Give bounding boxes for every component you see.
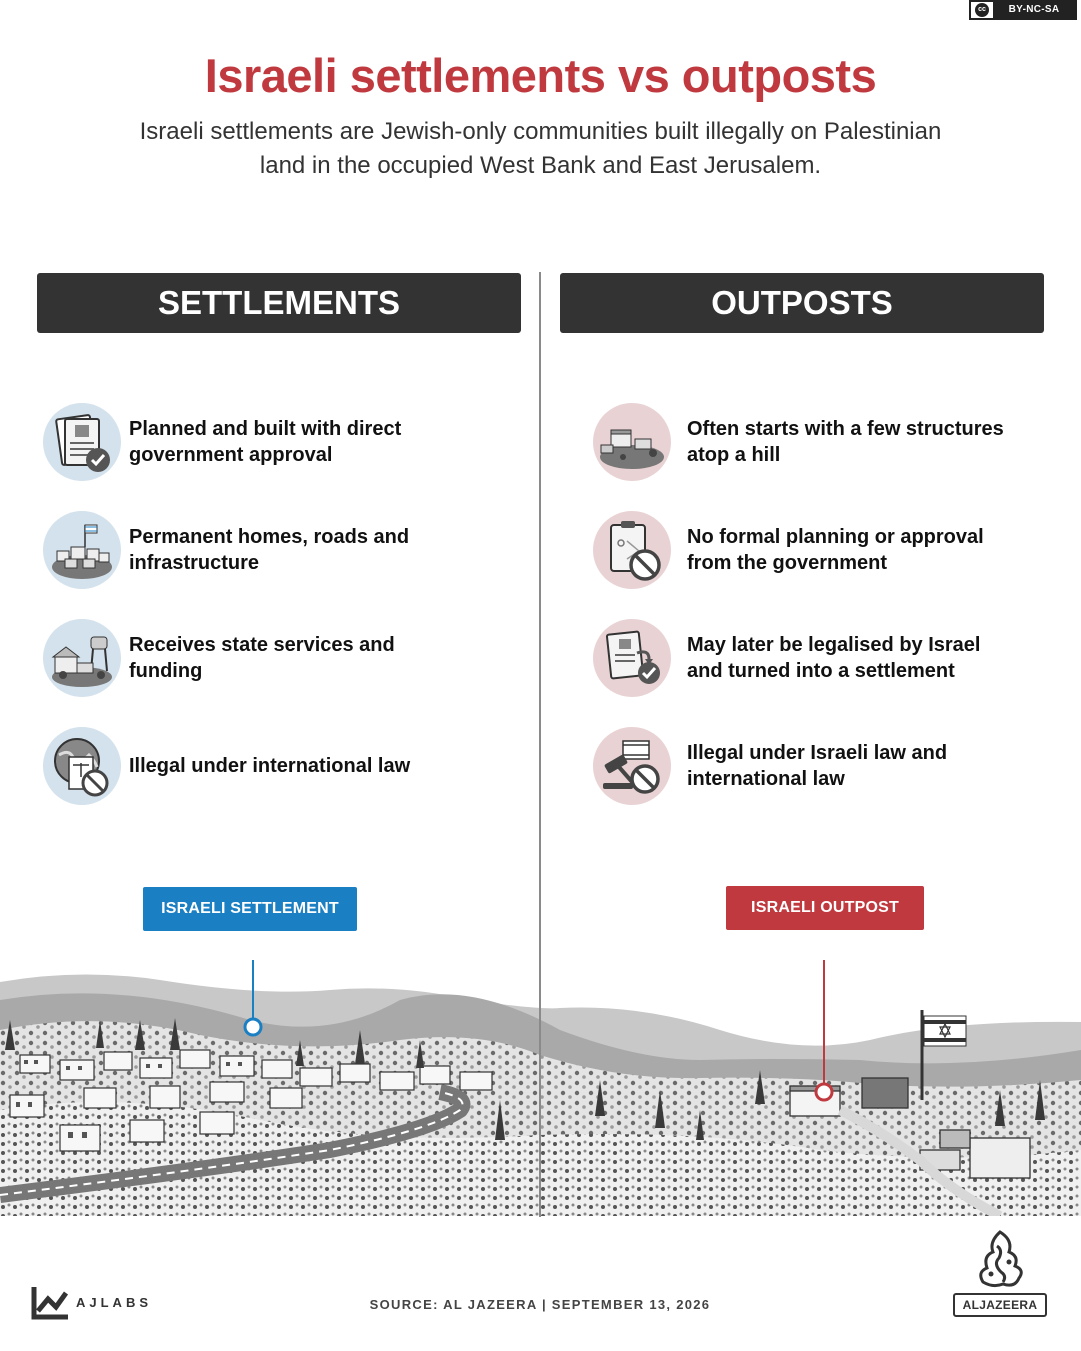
license-tag: BY-NC-SA (993, 2, 1075, 18)
page-subtitle: Israeli settlements are Jewish-only comm… (139, 118, 942, 179)
settlement-item-text: Illegal under international law (129, 755, 411, 777)
outpost-item-legalised: May later be legalised by Israel and tur… (593, 618, 1017, 698)
license-badge: cc BY-NC-SA (969, 0, 1077, 20)
outpost-item-text: Illegal under Israeli law and internatio… (687, 742, 948, 790)
ajlabs-chart-icon (31, 1287, 69, 1320)
column-divider (539, 272, 541, 1217)
globe-illegal-icon (43, 727, 121, 805)
outpost-item-text: May later be legalised by Israel and tur… (687, 634, 981, 682)
gavel-illegal-icon (593, 727, 671, 805)
outpost-item-text: No formal planning or approval from the … (687, 526, 984, 574)
settlement-item-text: Permanent homes, roads and infrastructur… (129, 526, 410, 574)
creative-commons-icon: cc (971, 2, 993, 18)
ajlabs-wordmark: AJLABS (76, 1294, 153, 1310)
outpost-item-hilltop: Often starts with a few structures atop … (593, 402, 1017, 482)
approved-document-icon (43, 403, 121, 481)
hilltop-structures-icon (593, 403, 671, 481)
landscape-illustration (0, 960, 1081, 1216)
no-approval-clipboard-icon (593, 511, 671, 589)
settlement-item-approval: Planned and built with direct government… (43, 402, 459, 482)
settlements-heading: SETTLEMENTS (37, 273, 521, 333)
aljazeera-emblem-icon (979, 1230, 1023, 1288)
outpost-item-illegal: Illegal under Israeli law and internatio… (593, 726, 1017, 806)
outpost-item-no-approval: No formal planning or approval from the … (593, 510, 1017, 590)
outposts-heading: OUTPOSTS (560, 273, 1044, 333)
outpost-item-text: Often starts with a few structures atop … (687, 418, 1004, 466)
source-credit: SOURCE: AL JAZEERA | SEPTEMBER 13, 2026 (369, 1297, 711, 1312)
outpost-callout-label: ISRAELI OUTPOST (726, 886, 924, 930)
settlement-item-text: Planned and built with direct government… (129, 418, 402, 466)
ajlabs-logo: AJLABS (30, 1283, 152, 1321)
water-tower-services-icon (43, 619, 121, 697)
settlement-callout-label: ISRAELI SETTLEMENT (143, 887, 357, 931)
settlement-item-services: Receives state services and funding (43, 618, 459, 698)
settlement-item-infrastructure: Permanent homes, roads and infrastructur… (43, 510, 459, 590)
settlement-item-illegal: Illegal under international law (43, 726, 459, 806)
aljazeera-wordmark: ALJAZEERA (953, 1293, 1047, 1317)
page-title: Israeli settlements vs outposts (204, 49, 877, 102)
settlement-town-icon (43, 511, 121, 589)
settlement-item-text: Receives state services and funding (129, 634, 395, 682)
legalised-document-icon (593, 619, 671, 697)
